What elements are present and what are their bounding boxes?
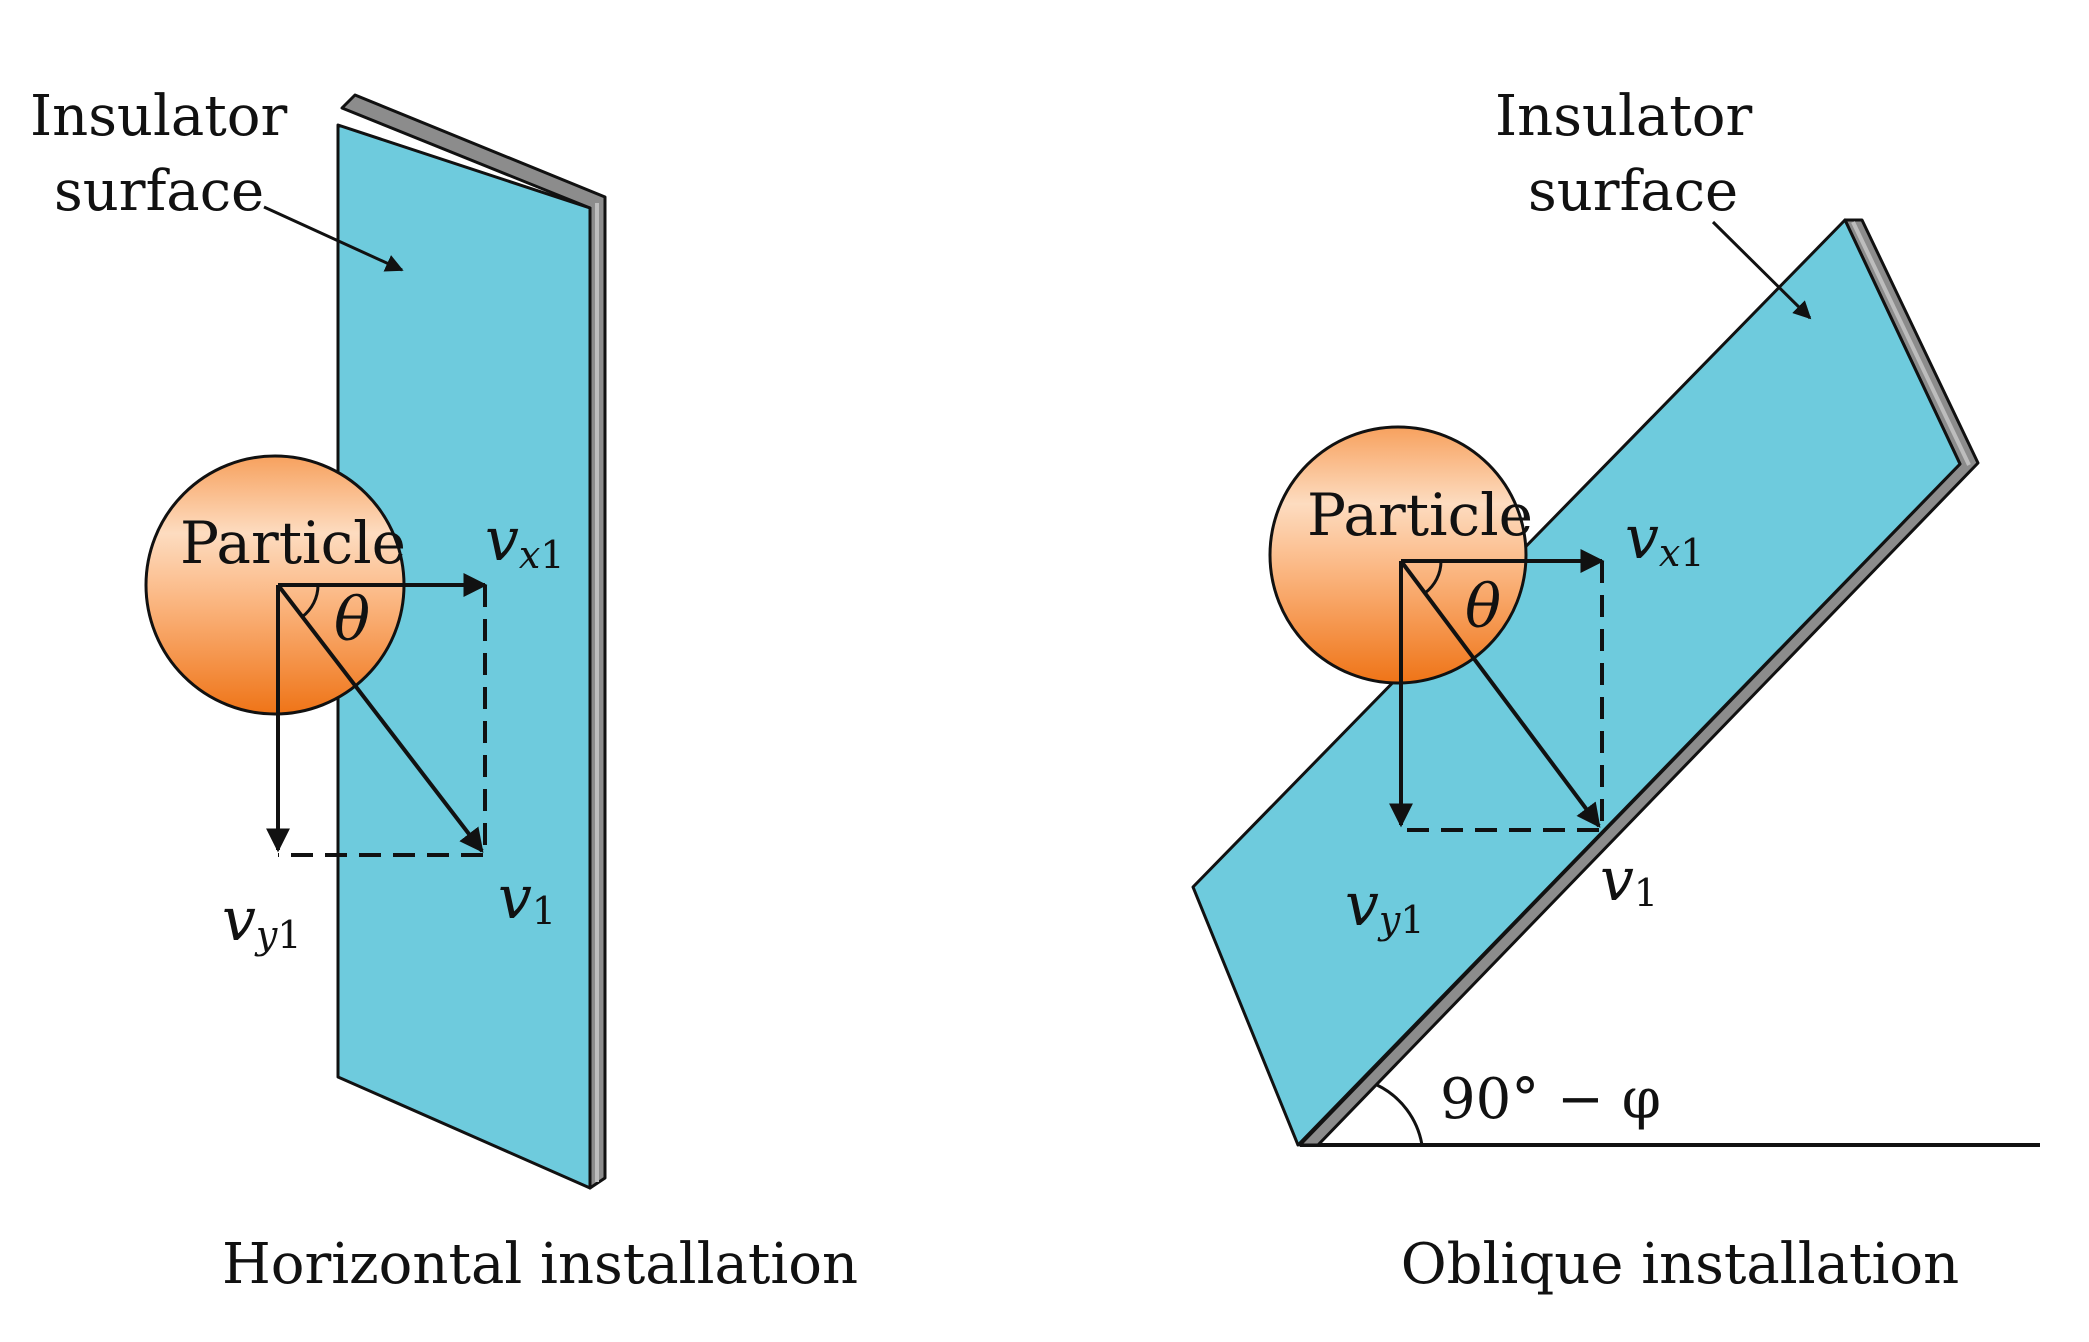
left-vy-main: v [222, 885, 256, 955]
right-vx-main: v [1625, 503, 1659, 573]
right-particle [1268, 425, 1528, 685]
right-vx-sub-letter: x [1659, 531, 1680, 575]
left-insulator-surface [336, 123, 592, 1190]
left-vx-label: vx1 [485, 505, 565, 577]
right-caption: Oblique installation [1401, 1232, 1959, 1297]
left-surface-pointer [263, 205, 404, 272]
right-vy-main: v [1345, 870, 1379, 940]
right-v1-label: v1 [1600, 845, 1658, 915]
right-panel: Insulator surface Particle θ vx1 vy1 v1 … [1191, 84, 2040, 1297]
left-v1-label: v1 [498, 863, 556, 933]
left-dashed-box [278, 585, 487, 857]
right-theta-label: θ [1465, 572, 1501, 642]
right-surface-label-line1: Insulator [1495, 84, 1753, 149]
right-vy-sub-letter: y [1377, 898, 1401, 942]
left-surface-label-line2: surface [54, 159, 264, 224]
right-particle-label: Particle [1307, 481, 1533, 549]
left-vx-main: v [485, 505, 519, 575]
right-insulator-edge-highlight [1851, 221, 1971, 466]
right-insulator-surface [1191, 218, 1962, 1147]
right-vy-label: vy1 [1345, 870, 1425, 942]
right-surface-pointer [1711, 220, 1812, 320]
left-vx-sub-num: 1 [540, 533, 564, 577]
left-particle-label: Particle [180, 509, 406, 577]
left-caption: Horizontal installation [222, 1232, 858, 1297]
left-vy-label: vy1 [222, 885, 302, 957]
left-theta-arc [301, 584, 320, 619]
left-v1-arrow [276, 583, 484, 853]
left-panel: Insulator surface Particle θ vx1 vy1 v1 … [30, 84, 858, 1297]
left-v1-sub: 1 [532, 889, 556, 933]
right-angle-label: 90° − φ [1440, 1067, 1661, 1132]
right-dashed-box [1401, 561, 1604, 832]
right-v1-main: v [1600, 845, 1634, 915]
right-vx-label: vx1 [1625, 503, 1705, 575]
right-vx-sub-num: 1 [1680, 531, 1704, 575]
right-vy-sub-num: 1 [1400, 898, 1424, 942]
left-vy-sub-num: 1 [277, 913, 301, 957]
left-vx-sub-letter: x [519, 533, 540, 577]
left-theta-label: θ [334, 585, 370, 655]
right-v1-arrow [1399, 559, 1601, 828]
left-surface-label-line1: Insulator [30, 84, 288, 149]
right-theta-arc [1424, 560, 1443, 595]
left-vy-sub-letter: y [254, 913, 278, 957]
right-surface-label-line2: surface [1528, 159, 1738, 224]
right-angle-arc [1376, 1083, 1424, 1146]
right-v1-sub: 1 [1634, 871, 1658, 915]
left-v1-main: v [498, 863, 532, 933]
